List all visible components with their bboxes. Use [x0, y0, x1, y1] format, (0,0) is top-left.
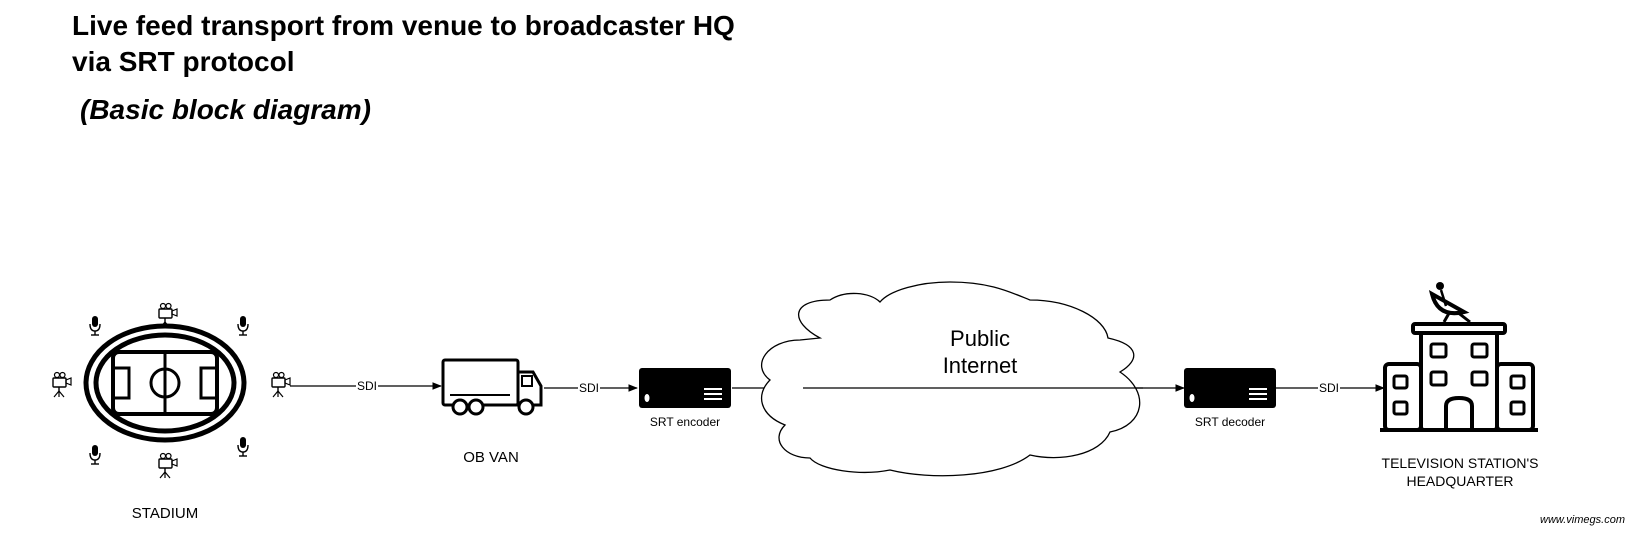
ob-van-label: OB VAN: [463, 449, 519, 466]
stadium-label: STADIUM: [131, 505, 199, 522]
sdi-link-label: SDI: [356, 379, 379, 393]
truck-icon: [441, 358, 543, 416]
internet-label-line-1: Public: [950, 326, 1010, 351]
headquarter-label-line-1: TELEVISION STATION'S: [1381, 455, 1539, 471]
camera-icon: [271, 371, 291, 398]
microphone-icon: [237, 436, 249, 457]
camera-icon: [158, 452, 178, 479]
encoder-device-icon: [639, 368, 731, 408]
cloud-icon: [760, 281, 1143, 477]
internet-label: Public Internet: [925, 325, 1035, 379]
camera-icon: [52, 371, 72, 398]
title-line-2: via SRT protocol: [72, 46, 295, 77]
microphone-icon: [89, 444, 101, 465]
internet-label-line-2: Internet: [942, 353, 1018, 378]
headquarter-label: TELEVISION STATION'S HEADQUARTER: [1360, 454, 1560, 490]
satellite-dish-icon: [1428, 282, 1471, 324]
headquarter-label-line-2: HEADQUARTER: [1406, 473, 1514, 489]
decoder-device-icon: [1184, 368, 1276, 408]
watermark: www.vimegs.com: [1540, 514, 1625, 526]
stadium-icon: [83, 323, 247, 443]
building-icon: [1380, 322, 1538, 432]
sdi-link-label: SDI: [1318, 381, 1341, 395]
diagram-title: Live feed transport from venue to broadc…: [72, 8, 832, 80]
srt-decoder-label: SRT decoder: [1194, 415, 1266, 429]
microphone-icon: [237, 315, 249, 336]
srt-encoder-label: SRT encoder: [649, 415, 721, 429]
sdi-link-label: SDI: [578, 381, 601, 395]
microphone-icon: [89, 315, 101, 336]
diagram-subtitle: (Basic block diagram): [80, 94, 371, 125]
title-line-1: Live feed transport from venue to broadc…: [72, 10, 735, 41]
